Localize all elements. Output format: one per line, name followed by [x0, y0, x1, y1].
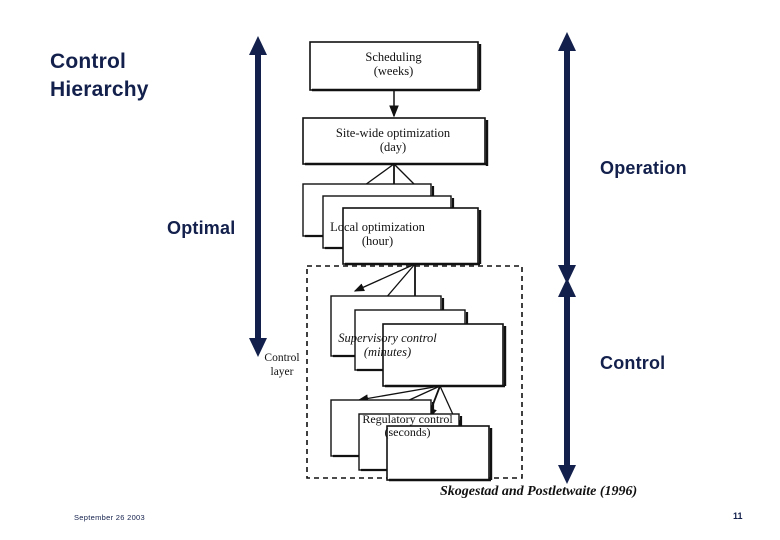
page-title: Control Hierarchy	[50, 48, 250, 103]
figure-diagram	[302, 41, 523, 482]
box-regulatory-control	[386, 425, 490, 481]
label-operation: Operation	[600, 158, 687, 178]
box-supervisory-control-label: Supervisory control (minutes)	[245, 331, 530, 359]
box-regulatory-control-label: Regulatory control (seconds)	[265, 412, 550, 440]
box-scheduling	[309, 41, 479, 91]
box-regulatory-control-title: Regulatory control	[362, 412, 453, 426]
label-optimal: Optimal	[167, 218, 236, 238]
box-supervisory-control-timescale: (minutes)	[363, 345, 412, 359]
left-vertical-arrow	[249, 36, 267, 357]
right-vertical-arrow	[558, 32, 576, 484]
figure-citation: Skogestad and Postletwaite (1996)	[440, 484, 638, 499]
control-layer-label-line-2: layer	[270, 365, 294, 378]
footer-date: September 26 2003	[74, 513, 145, 522]
box-scheduling-timescale: (weeks)	[373, 64, 414, 78]
footer-page-number: 11	[733, 511, 743, 521]
page-title-line-2: Hierarchy	[50, 77, 149, 101]
box-supervisory-control	[382, 323, 504, 387]
label-control: Control	[600, 353, 666, 373]
box-site-wide-optimization	[302, 117, 486, 165]
box-local-optimization-label: Local optimization (hour)	[235, 220, 520, 248]
box-site-wide-optimization-timescale: (day)	[379, 140, 407, 154]
control-layer-label: Control layer	[254, 352, 310, 380]
page-title-line-1: Control	[50, 50, 127, 73]
control-layer-label-line-1: Control	[264, 352, 300, 364]
box-scheduling-label: Scheduling (weeks)	[311, 50, 476, 78]
box-regulatory-control-timescale: (seconds)	[384, 425, 431, 440]
box-site-wide-optimization-label: Site-wide optimization (day)	[303, 126, 483, 154]
box-scheduling-title: Scheduling	[365, 50, 422, 64]
box-site-wide-optimization-title: Site-wide optimization	[335, 126, 451, 140]
box-local-optimization-timescale: (hour)	[361, 234, 394, 248]
control-hierarchy-figure: Scheduling (weeks) Site-wide optimizatio…	[255, 38, 540, 483]
box-local-optimization-title: Local optimization	[330, 220, 425, 234]
box-local-optimization	[342, 207, 479, 265]
box-supervisory-control-title: Supervisory control	[338, 331, 437, 345]
